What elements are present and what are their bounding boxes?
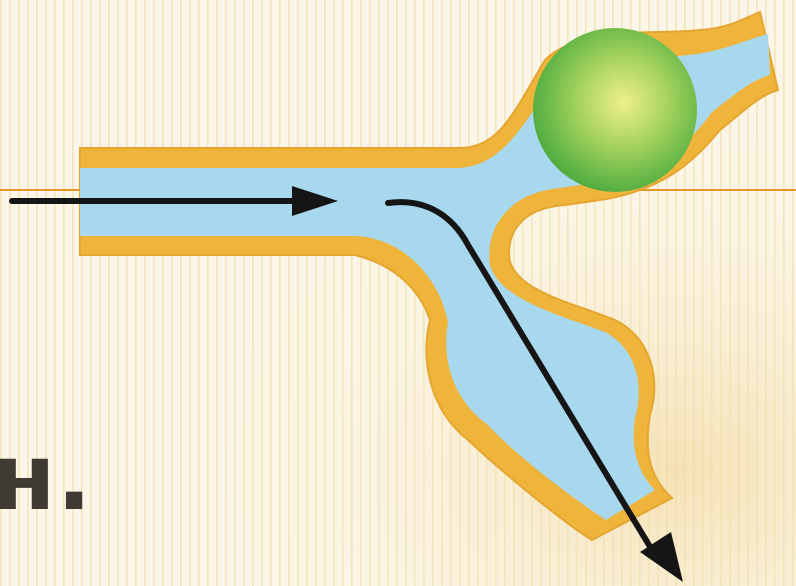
slide-caption-text: н. [0, 428, 93, 528]
round-obstruction-icon [533, 28, 697, 192]
